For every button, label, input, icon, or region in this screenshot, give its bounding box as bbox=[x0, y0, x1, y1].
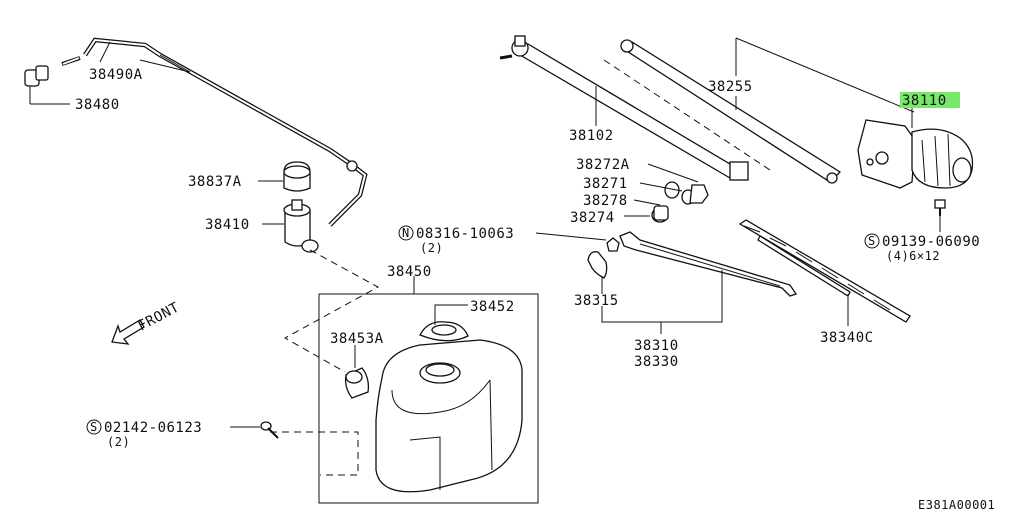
tank-cap-38452[interactable] bbox=[419, 321, 469, 342]
figure-code: E381A00001 bbox=[918, 498, 995, 512]
label-02142-qty: (2) bbox=[107, 435, 130, 449]
label-38340C: 38340C bbox=[820, 330, 874, 346]
label-38278: 38278 bbox=[583, 193, 628, 209]
link-rod-38255[interactable] bbox=[620, 39, 842, 184]
leader-38271 bbox=[639, 182, 683, 192]
label-front: FRONT bbox=[135, 299, 182, 334]
nut-08316-10063[interactable] bbox=[606, 237, 620, 252]
label-38274: 38274 bbox=[570, 210, 615, 226]
leader-38278 bbox=[633, 199, 661, 206]
leader-38490A bbox=[99, 41, 111, 63]
leader-08316 bbox=[535, 232, 607, 241]
label-38102: 38102 bbox=[569, 128, 614, 144]
dashed-link-38255 bbox=[603, 59, 771, 171]
s-mark-09139: S bbox=[864, 233, 880, 249]
leader-38452 bbox=[434, 304, 468, 325]
wiper-arm-38310[interactable] bbox=[619, 231, 798, 297]
svg-text:N: N bbox=[402, 226, 410, 240]
nozzle-38480[interactable] bbox=[24, 65, 70, 105]
label-08316-10063: 08316-10063 bbox=[416, 226, 514, 242]
label-38450: 38450 bbox=[387, 264, 432, 280]
grommet-38453A[interactable] bbox=[344, 367, 370, 399]
hose-joint bbox=[61, 56, 81, 66]
leader-38310 bbox=[601, 270, 723, 323]
label-38452: 38452 bbox=[470, 299, 515, 315]
label-09139-qty: (4)6×12 bbox=[886, 249, 940, 263]
highlight-38110 bbox=[900, 92, 960, 108]
washer-tank[interactable] bbox=[375, 339, 523, 493]
wiper-blade-38340C[interactable] bbox=[738, 219, 911, 323]
link-rod-38102[interactable] bbox=[499, 35, 749, 181]
bolt-09139-06090[interactable] bbox=[934, 199, 946, 216]
label-38271: 38271 bbox=[583, 176, 628, 192]
label-09139-06090: 09139-06090 bbox=[882, 234, 980, 250]
label-38110: 38110 bbox=[902, 93, 947, 109]
washer-hose-38490A[interactable] bbox=[83, 37, 368, 227]
wiper-motor-38110[interactable] bbox=[857, 119, 974, 189]
pivot-bushings[interactable] bbox=[651, 181, 709, 223]
label-38490A: 38490A bbox=[89, 67, 143, 83]
tank-assembly-frame bbox=[318, 293, 539, 504]
label-38255: 38255 bbox=[708, 79, 753, 95]
label-38315: 38315 bbox=[574, 293, 619, 309]
washer-pump-38410[interactable] bbox=[283, 199, 319, 253]
svg-text:S: S bbox=[90, 420, 98, 434]
label-38453A: 38453A bbox=[330, 331, 384, 347]
label-02142-06123: 02142-06123 bbox=[104, 420, 202, 436]
dashed-link-pump-tank bbox=[283, 249, 380, 373]
label-38480: 38480 bbox=[75, 97, 120, 113]
arm-cap-38315[interactable] bbox=[587, 251, 608, 279]
front-arrow-icon bbox=[111, 319, 145, 345]
label-38837A: 38837A bbox=[188, 174, 242, 190]
svg-text:S: S bbox=[868, 234, 876, 248]
label-38310: 38310 bbox=[634, 338, 679, 354]
n-mark-08316: N bbox=[398, 225, 414, 241]
s-mark-02142: S bbox=[86, 419, 102, 435]
cap-38837A[interactable] bbox=[283, 161, 311, 192]
bolt-02142-06123[interactable] bbox=[260, 421, 279, 439]
label-08316-qty: (2) bbox=[420, 241, 443, 255]
dashed-link-bolt-tank bbox=[270, 431, 359, 476]
label-38410: 38410 bbox=[205, 217, 250, 233]
leader-38255-motor bbox=[735, 37, 915, 113]
label-38272A: 38272A bbox=[576, 157, 630, 173]
label-38330: 38330 bbox=[634, 354, 679, 370]
leader-38272A bbox=[647, 163, 699, 183]
